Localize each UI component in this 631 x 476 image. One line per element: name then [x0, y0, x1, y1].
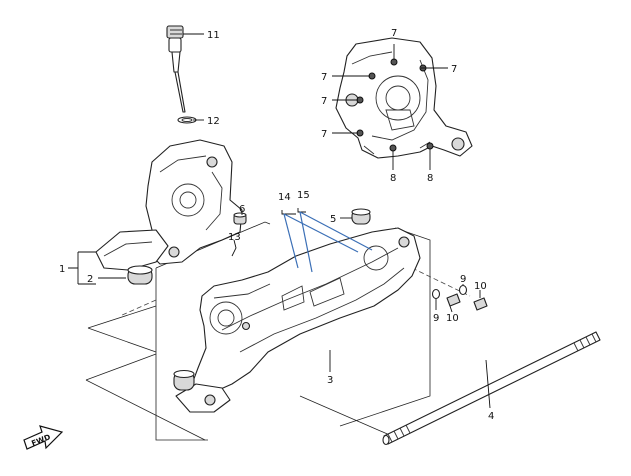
left-crankcase-half[interactable] [95, 139, 243, 271]
callout-7-right: 7 [451, 64, 457, 75]
callout-10-lower: 10 [446, 313, 459, 324]
callout-3: 3 [327, 375, 333, 386]
callout-7-top: 7 [391, 28, 397, 39]
bush-lower[interactable] [173, 369, 195, 391]
callout-7-mid-left: 7 [321, 96, 327, 107]
pipe-leaders [283, 211, 373, 273]
callout-13: 13 [228, 232, 241, 243]
callout-labels: 11 12 7 7 7 7 7 8 8 6 13 1 2 14 15 5 3 9… [59, 28, 494, 422]
callout-6: 6 [239, 204, 245, 215]
stud-bolt[interactable] [382, 331, 601, 446]
dowel-pin[interactable] [233, 212, 247, 225]
washer-bolt-set[interactable] [431, 284, 488, 311]
leader-lines [68, 33, 491, 409]
callout-11: 11 [207, 30, 220, 41]
o-ring[interactable] [177, 116, 197, 124]
callout-8-right: 8 [427, 173, 433, 184]
callout-9-upper: 9 [460, 274, 466, 285]
callout-4: 4 [488, 411, 494, 422]
right-crankcase-half[interactable] [175, 227, 421, 413]
callout-5: 5 [330, 214, 336, 225]
callout-9-lower: 9 [433, 313, 439, 324]
callout-8-left: 8 [390, 173, 396, 184]
dipstick[interactable] [166, 25, 186, 113]
callout-7-lower-left: 7 [321, 129, 327, 140]
callout-1: 1 [59, 264, 65, 275]
bush-left[interactable] [127, 265, 153, 285]
callout-14: 14 [278, 192, 291, 203]
bush-upper[interactable] [351, 208, 371, 225]
callout-2: 2 [87, 274, 93, 285]
callout-7-upper-left: 7 [321, 72, 327, 83]
callout-15: 15 [297, 190, 310, 201]
callout-12: 12 [207, 116, 220, 127]
callout-10-upper: 10 [474, 281, 487, 292]
fwd-arrow-icon: FWD [23, 425, 64, 450]
crankcase-cover[interactable] [335, 37, 473, 159]
